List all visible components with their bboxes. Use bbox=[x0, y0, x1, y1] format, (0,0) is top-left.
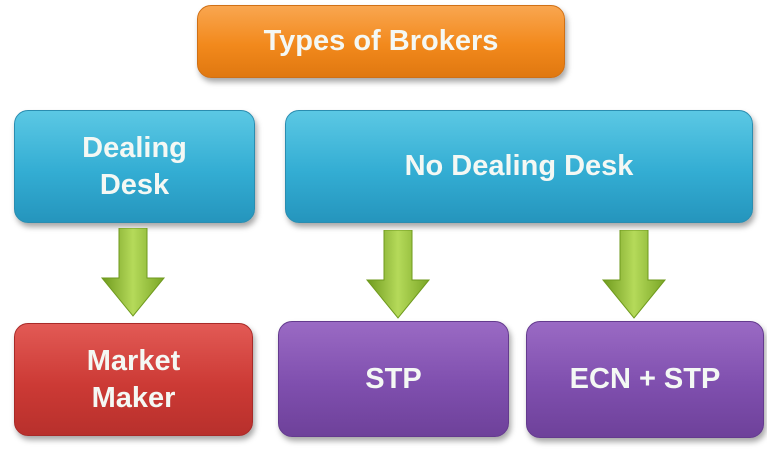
no-dealing-desk-box: No Dealing Desk bbox=[285, 110, 753, 223]
stp-label: STP bbox=[365, 362, 422, 395]
no-dealing-desk-label: No Dealing Desk bbox=[404, 150, 634, 182]
down-arrow-icon bbox=[365, 230, 431, 319]
ecn-stp-label: ECN + STP bbox=[569, 363, 721, 395]
ecn-stp-box: ECN + STP bbox=[526, 321, 764, 438]
down-arrow-icon bbox=[100, 228, 166, 317]
down-arrow-icon bbox=[601, 230, 667, 319]
title-label: Types of Brokers bbox=[263, 25, 499, 57]
stp-box: STP bbox=[278, 321, 509, 437]
title-box: Types of Brokers bbox=[197, 5, 565, 78]
